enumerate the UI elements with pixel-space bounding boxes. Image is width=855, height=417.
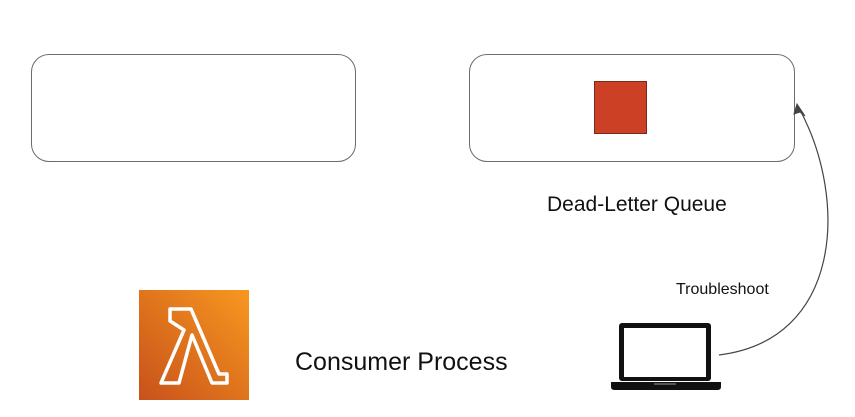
troubleshoot-label: Troubleshoot — [676, 281, 769, 298]
laptop-icon — [611, 323, 721, 390]
queue-box — [31, 54, 356, 162]
dead-letter-queue-label: Dead-Letter Queue — [547, 193, 727, 216]
aws-lambda-icon — [139, 290, 249, 400]
consumer-process-label: Consumer Process — [295, 348, 508, 376]
message-square-icon — [594, 81, 647, 134]
troubleshoot-arrow-head — [793, 102, 806, 117]
